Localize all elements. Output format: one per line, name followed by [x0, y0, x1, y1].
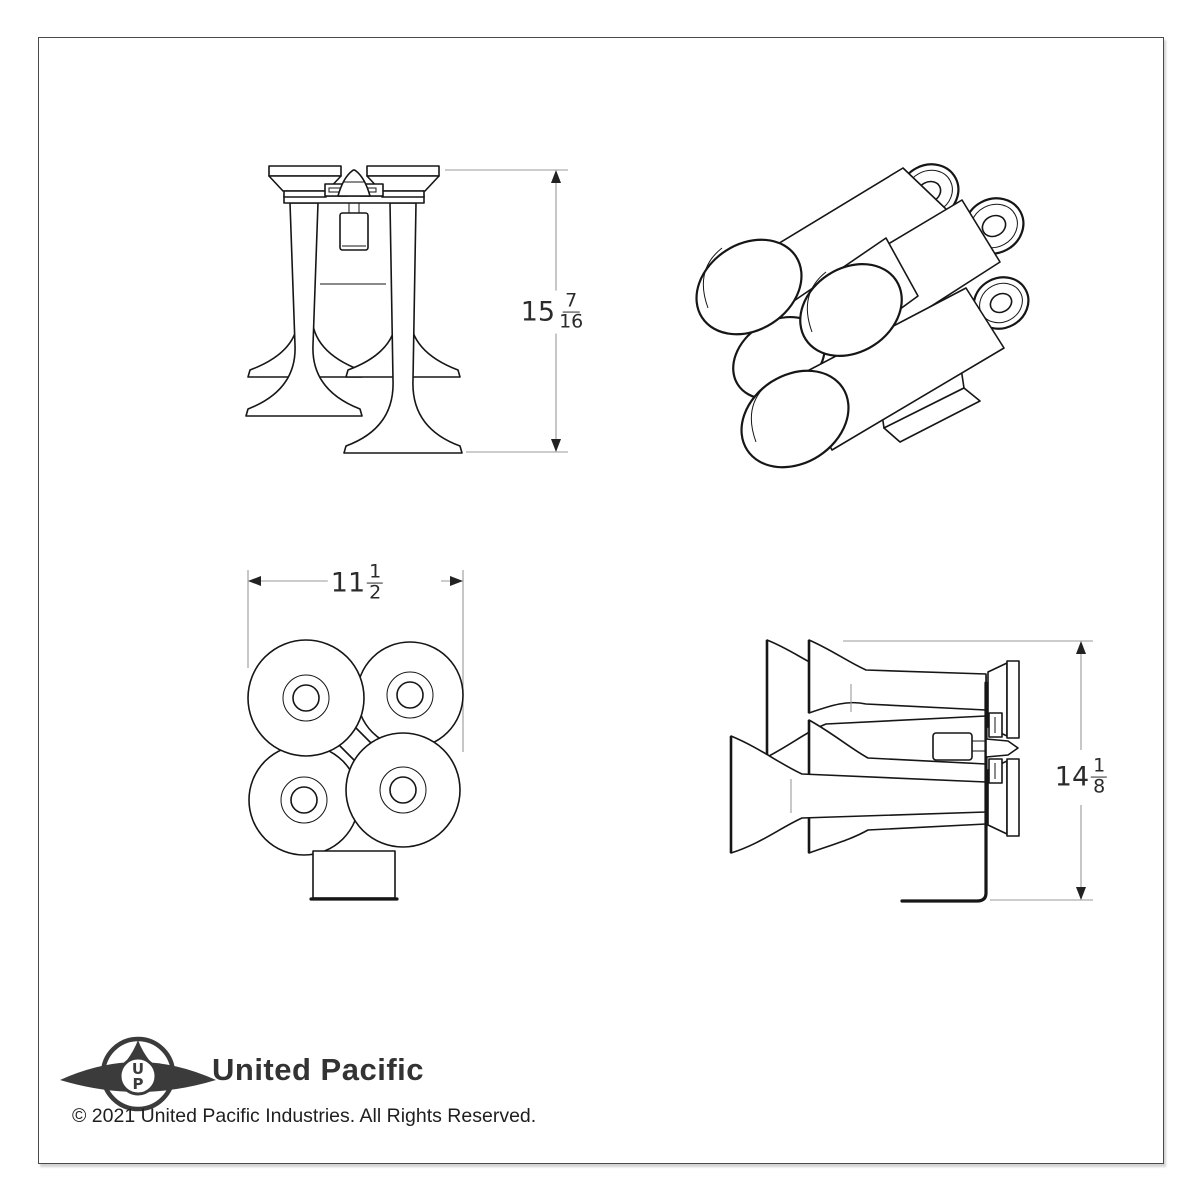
- arrowhead-left: [248, 576, 261, 586]
- top-plan-view: [247, 570, 464, 901]
- logo-monogram-circle: [118, 1056, 158, 1096]
- iso-bell-3: [740, 369, 850, 469]
- iso-bell-1: [695, 238, 803, 336]
- copyright-text: © 2021 United Pacific Industries. All Ri…: [72, 1105, 537, 1127]
- trumpet-front-left: [245, 202, 363, 417]
- back-cap-left: [268, 165, 342, 198]
- top-bell-bottom-left: [248, 744, 360, 856]
- arrowhead-down: [551, 439, 561, 452]
- dimension-top-width: [247, 570, 464, 752]
- top-bell-top-left: [247, 639, 365, 757]
- side-solenoid-valve: [932, 732, 986, 761]
- bell-rim-line: [806, 271, 827, 333]
- page-border-frame: [38, 37, 1164, 1164]
- dimension-whole: 14: [1054, 761, 1090, 793]
- top-bell-top-right: [356, 641, 464, 749]
- logo-letter-p: P: [133, 1075, 144, 1093]
- manifold-cone: [337, 169, 371, 197]
- bell-rim-line: [750, 381, 771, 443]
- trumpet-front-center: [343, 202, 463, 454]
- dimension-whole: 11: [330, 567, 366, 599]
- arrowhead-up: [551, 170, 561, 183]
- arrowhead-up: [1076, 641, 1086, 654]
- top-bell-bottom-right: [345, 732, 461, 848]
- arrowhead-right: [450, 576, 463, 586]
- brand-wordmark: United Pacific: [212, 1052, 424, 1087]
- logo-letter-u: U: [132, 1060, 144, 1078]
- bracket-clips: [988, 712, 1003, 784]
- side-elevation-view: [729, 639, 1093, 903]
- solenoid-valve: [339, 203, 369, 251]
- isometric-view: [695, 163, 1030, 469]
- bell-rim-line: [702, 247, 723, 309]
- top-mounting-bracket: [309, 850, 399, 901]
- front-elevation-view: [245, 165, 568, 454]
- manifold-nub: [985, 738, 1019, 758]
- arrowhead-down: [1076, 887, 1086, 900]
- horn-near-top: [808, 639, 987, 714]
- iso-bell-2: [799, 263, 903, 357]
- dimension-front-height: [445, 169, 568, 453]
- dimension-whole: 15: [520, 296, 556, 328]
- dimension-side-height: [843, 640, 1093, 901]
- united-pacific-logo-emblem: U P: [60, 1036, 216, 1112]
- side-mounting-bracket: [900, 681, 988, 903]
